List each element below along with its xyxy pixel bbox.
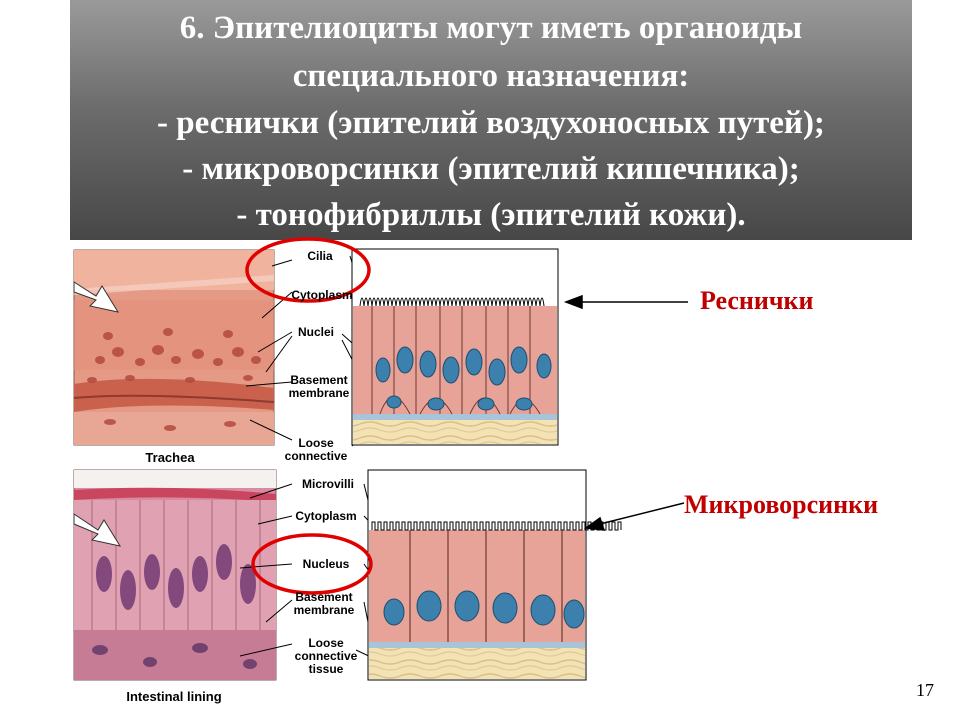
title-line-1: 6. Эпителиоциты могут иметь органоиды [179, 10, 803, 46]
title-line-5: - тонофибриллы (эпителий кожи). [236, 197, 746, 233]
annotation-microvilli: Микроворсинки [684, 490, 879, 519]
annotation-cilia: Реснички [700, 286, 814, 315]
label-loose-bottom-2: connective [294, 649, 358, 663]
intestine-micrograph [73, 469, 277, 681]
label-loose-bottom-1: Loose [308, 636, 344, 650]
slide-number: 17 [916, 680, 934, 700]
label-nucleus: Nucleus [302, 557, 350, 571]
title-line-3: - реснички (эпителий воздухоносных путей… [157, 105, 825, 141]
title-banner: 6. Эпителиоциты могут иметь органоиды сп… [70, 0, 912, 240]
title-line-2: специального назначения: [292, 58, 690, 94]
label-nuclei: Nuclei [297, 325, 334, 339]
trachea-micrograph [73, 249, 275, 446]
label-loose-top-2: connective [284, 449, 348, 463]
label-cilia: Cilia [307, 249, 333, 263]
label-basement-bottom-2: membrane [293, 603, 355, 617]
label-loose-top-1: Loose [298, 436, 334, 450]
label-cytoplasm-bottom: Cytoplasm [295, 509, 357, 523]
microvilli-pointer-arrowhead [583, 516, 606, 531]
cilia-pointer-arrowhead [563, 294, 583, 310]
label-basement-top-2: membrane [288, 386, 350, 400]
annotation-arrows [563, 294, 688, 531]
label-basement-bottom-1: Basement [295, 590, 353, 604]
highlight-circles [245, 237, 373, 595]
ciliated-epithelium-diagram [351, 248, 559, 446]
microvilli-pointer-arrow [599, 502, 685, 525]
caption-intestinal-lining: Intestinal lining [126, 689, 222, 704]
caption-trachea: Trachea [145, 450, 195, 465]
label-microvilli: Microvilli [301, 477, 354, 491]
label-loose-bottom-3: tissue [308, 662, 344, 676]
microvilli-epithelium-diagram [367, 469, 622, 681]
title-line-4: - микроворсинки (эпителий кишечника); [182, 151, 800, 187]
label-cytoplasm-top: Cytoplasm [291, 288, 353, 302]
nucleus-highlight-circle [251, 533, 373, 595]
label-basement-top-1: Basement [290, 373, 348, 387]
cilia-highlight-circle [245, 237, 371, 303]
